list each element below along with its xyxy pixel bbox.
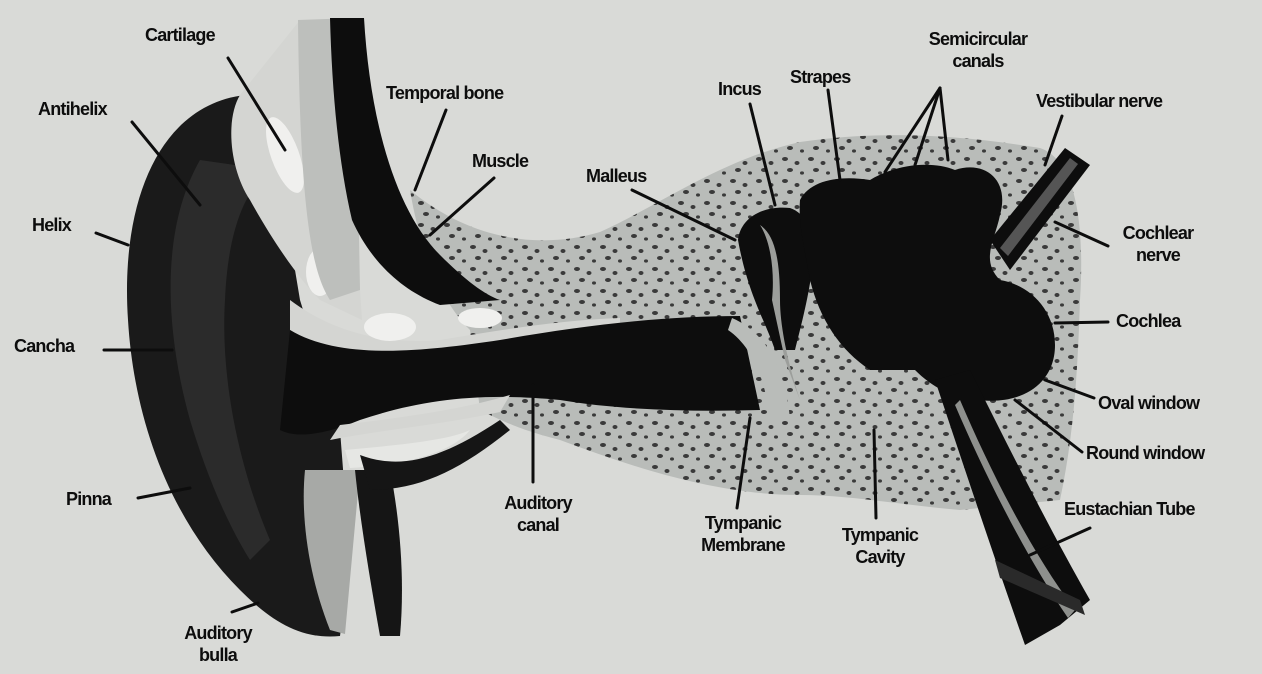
label-cochlear-nerve-line1: Cochlear bbox=[1106, 222, 1210, 244]
label-cochlea: Cochlea bbox=[1116, 310, 1180, 332]
label-semicircular-line1: Semicircular bbox=[898, 28, 1058, 50]
label-incus: Incus bbox=[718, 78, 761, 100]
label-semicircular-canals: Semicircular canals bbox=[898, 28, 1058, 72]
label-auditory-canal-line2: canal bbox=[478, 514, 598, 536]
label-cartilage: Cartilage bbox=[145, 24, 215, 46]
label-muscle: Muscle bbox=[472, 150, 528, 172]
label-round-window: Round window bbox=[1086, 442, 1204, 464]
label-cancha: Cancha bbox=[14, 335, 74, 357]
label-malleus: Malleus bbox=[586, 165, 646, 187]
label-tympanic-membrane-line2: Membrane bbox=[676, 534, 810, 556]
label-eustachian-tube: Eustachian Tube bbox=[1064, 498, 1195, 520]
label-pinna: Pinna bbox=[66, 488, 111, 510]
label-oval-window: Oval window bbox=[1098, 392, 1199, 414]
label-cochlear-nerve-line2: nerve bbox=[1106, 244, 1210, 266]
label-strapes: Strapes bbox=[790, 66, 850, 88]
label-cochlear-nerve: Cochlear nerve bbox=[1106, 222, 1210, 266]
label-auditory-bulla: Auditory bulla bbox=[168, 622, 268, 666]
label-antihelix: Antihelix bbox=[38, 98, 107, 120]
label-auditory-canal: Auditory canal bbox=[478, 492, 598, 536]
label-tympanic-cavity-line2: Cavity bbox=[818, 546, 942, 568]
label-tympanic-cavity-line1: Tympanic bbox=[818, 524, 942, 546]
label-temporal-bone: Temporal bone bbox=[386, 82, 503, 104]
label-tympanic-cavity: Tympanic Cavity bbox=[818, 524, 942, 568]
label-tympanic-membrane: Tympanic Membrane bbox=[676, 512, 810, 556]
label-semicircular-line2: canals bbox=[898, 50, 1058, 72]
label-auditory-bulla-line1: Auditory bbox=[168, 622, 268, 644]
label-helix: Helix bbox=[32, 214, 71, 236]
label-vestibular-nerve: Vestibular nerve bbox=[1036, 90, 1162, 112]
label-tympanic-membrane-line1: Tympanic bbox=[676, 512, 810, 534]
label-auditory-bulla-line2: bulla bbox=[168, 644, 268, 666]
label-auditory-canal-line1: Auditory bbox=[478, 492, 598, 514]
